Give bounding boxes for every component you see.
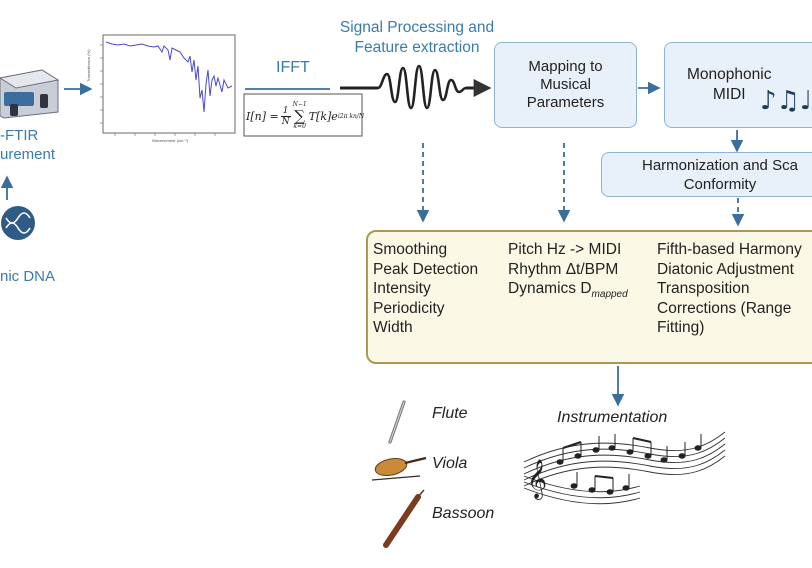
feature-corrections: Corrections (Range bbox=[657, 299, 792, 317]
viola-label: Viola bbox=[432, 455, 468, 472]
signal-processing-label: Signal Processing and Feature extraction bbox=[324, 18, 510, 58]
mapping-features-column: Pitch Hz -> MIDI Rhythm Δt/BPM Dynamics … bbox=[508, 240, 628, 305]
formula-frac-num: 1 bbox=[282, 105, 289, 116]
signal-features-column: Smoothing Peak Detection Intensity Perio… bbox=[373, 240, 478, 338]
mapping-line1: Mapping to bbox=[528, 58, 603, 75]
formula-fraction: 1 N bbox=[280, 105, 291, 127]
ifft-label: IFFT bbox=[276, 59, 310, 76]
dynamics-label: Dynamics D bbox=[508, 280, 592, 297]
feature-width: Width bbox=[373, 319, 413, 336]
formula-sum-top: N−1 bbox=[292, 101, 307, 108]
formula-sum-bottom: k=0 bbox=[293, 123, 306, 130]
formula-sum: N−1 ∑ k=0 bbox=[293, 101, 307, 131]
feature-periodicity: Periodicity bbox=[373, 299, 445, 317]
instrumentation-label: Instrumentation bbox=[557, 409, 668, 426]
flute-icon bbox=[388, 400, 406, 444]
formula-lhs: I[n] = bbox=[246, 109, 279, 123]
features-box bbox=[366, 230, 812, 364]
feature-peak-detection: Peak Detection bbox=[373, 260, 479, 278]
feature-rhythm: Rhythm Δt/BPM bbox=[508, 260, 619, 278]
dna-label: nic DNA bbox=[0, 268, 56, 285]
feature-pitch: Pitch Hz -> MIDI bbox=[508, 241, 622, 258]
feature-dynamics: Dynamics Dmapped bbox=[508, 279, 628, 305]
flute-label: Flute bbox=[432, 405, 468, 422]
harmonization-line2: Conformity bbox=[683, 175, 757, 193]
feature-diatonic: Diatonic Adjustment bbox=[657, 260, 794, 278]
ifft-formula-frame bbox=[243, 93, 363, 137]
ftir-measurement-label: -FTIR urement bbox=[0, 126, 55, 164]
feature-smoothing: Smoothing bbox=[373, 241, 448, 258]
spectrum-x-axis-label: Wavenumber (cm⁻¹) bbox=[152, 138, 189, 143]
dynamics-subscript: mapped bbox=[591, 289, 628, 301]
formula-frac-den: N bbox=[280, 115, 291, 127]
feature-fitting: Fitting) bbox=[657, 319, 705, 336]
harmonization-box: Harmonization and Sca Conformity bbox=[601, 152, 812, 197]
treble-clef-icon: 𝄞 bbox=[527, 459, 547, 500]
bassoon-icon bbox=[383, 489, 425, 548]
monophonic-line2: MIDI bbox=[712, 86, 746, 103]
formula-body: T[k]e bbox=[308, 109, 338, 123]
ftir-instrument-icon bbox=[0, 69, 60, 119]
harmony-features-column: Fifth-based Harmony Diatonic Adjustment … bbox=[657, 240, 802, 338]
ftir-label-line1: -FTIR bbox=[0, 127, 39, 144]
signal-processing-line1: Signal Processing and bbox=[339, 19, 495, 36]
sheet-music-illustration bbox=[523, 431, 726, 505]
ftir-label-line2: urement bbox=[0, 146, 56, 163]
dna-icon bbox=[1, 206, 35, 240]
formula-exponent: i2π kn/N bbox=[337, 112, 365, 120]
music-notes-icon: ♪♫♩ bbox=[760, 86, 812, 116]
mapping-line2: Musical bbox=[540, 76, 591, 93]
spectrum-y-axis-label: Transmittance (%) bbox=[86, 49, 91, 82]
bassoon-label: Bassoon bbox=[432, 505, 495, 522]
feature-transposition: Transposition bbox=[657, 280, 750, 297]
ftir-spectrum-plot bbox=[100, 34, 236, 136]
monophonic-line1: Monophonic bbox=[687, 66, 772, 83]
sigma-symbol: ∑ bbox=[294, 107, 306, 125]
ifft-formula: I[n] = 1 N N−1 ∑ k=0 T[k]e i2π kn/N bbox=[246, 100, 364, 132]
signal-wave bbox=[377, 64, 467, 110]
feature-fifth-harmony: Fifth-based Harmony bbox=[657, 241, 802, 258]
monophonic-midi-box: Monophonic MIDI bbox=[664, 42, 812, 128]
mapping-musical-parameters-box: Mapping to Musical Parameters bbox=[494, 42, 637, 128]
feature-intensity: Intensity bbox=[373, 280, 431, 297]
signal-processing-line2: Feature extraction bbox=[354, 39, 480, 56]
music-notes bbox=[556, 434, 702, 495]
mapping-line3: Parameters bbox=[526, 94, 605, 111]
harmonization-line1: Harmonization and Sca bbox=[642, 156, 798, 174]
viola-icon bbox=[371, 456, 427, 481]
